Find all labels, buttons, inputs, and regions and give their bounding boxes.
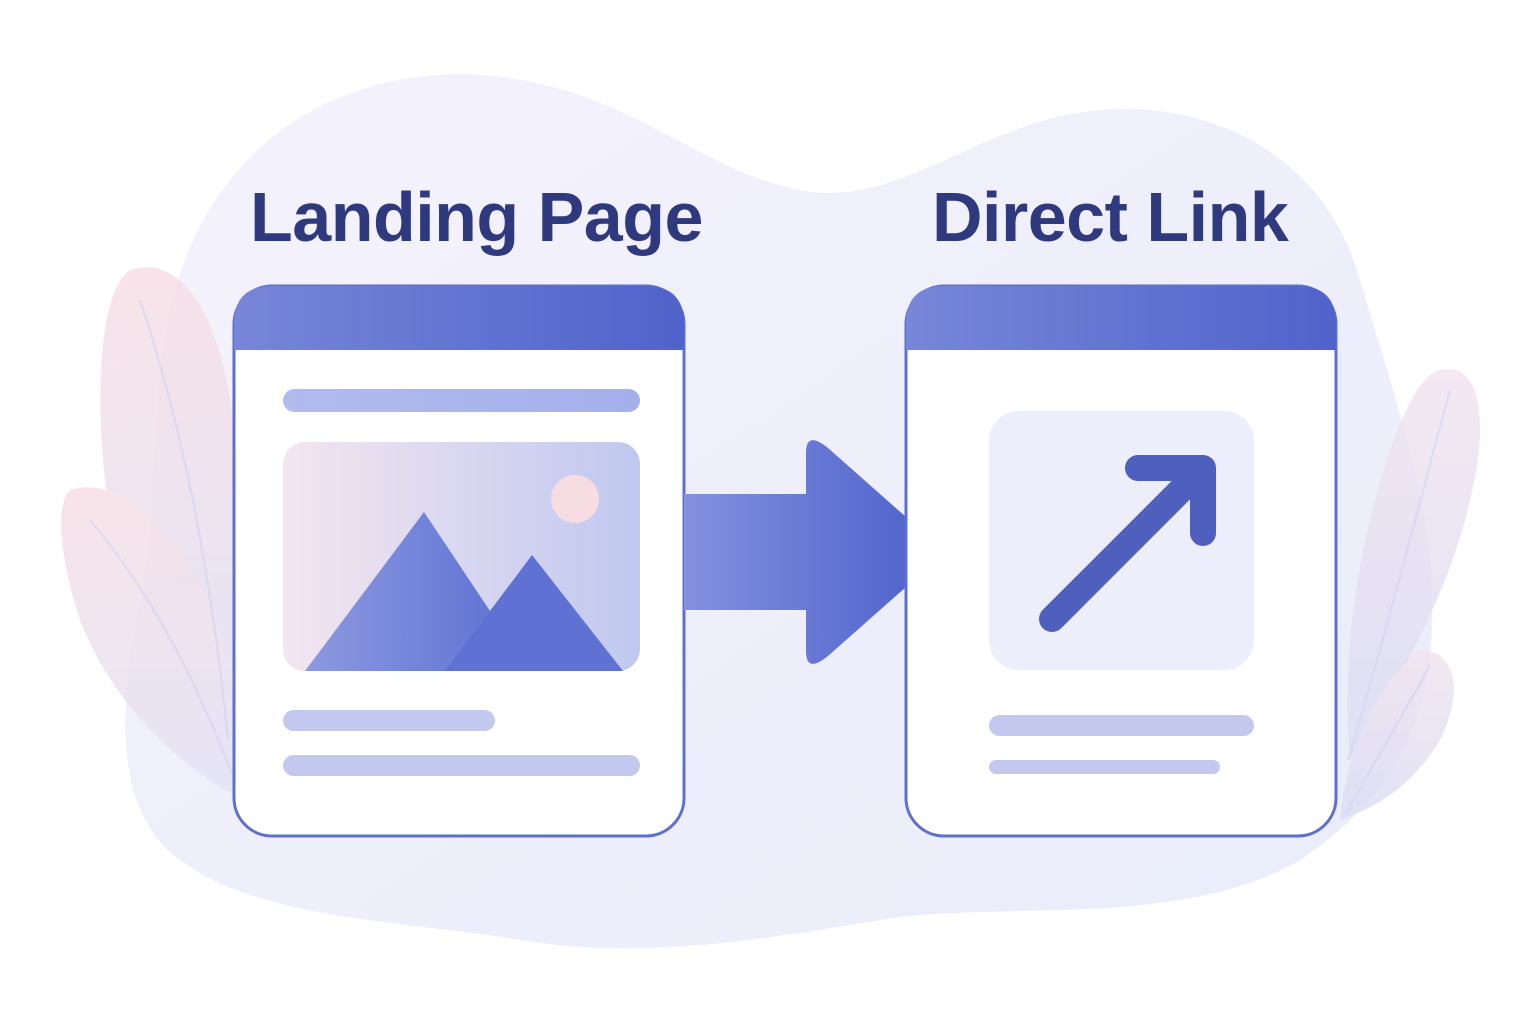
- landing-page-headline-line: [283, 389, 640, 412]
- right-leaves-decoration: [1340, 368, 1480, 820]
- direct-link-text-line-short: [989, 760, 1220, 774]
- landing-page-text-line-short: [283, 710, 495, 731]
- landing-page-card: [232, 284, 686, 838]
- direct-link-card: [904, 284, 1338, 838]
- landing-page-text-line-long: [283, 755, 640, 776]
- sun-icon: [551, 475, 599, 523]
- image-placeholder-icon: [283, 442, 640, 671]
- mountain-small-icon: [445, 555, 623, 671]
- landing-page-title: Landing Page: [250, 178, 703, 256]
- landing-page-card-header: [234, 286, 684, 350]
- direct-link-text-line-long: [989, 715, 1254, 736]
- direct-link-card-header: [906, 286, 1336, 350]
- left-leaves-decoration: [61, 267, 248, 800]
- external-link-arrow-icon: [989, 411, 1254, 670]
- right-arrow-icon: [684, 440, 938, 664]
- direct-link-title: Direct Link: [932, 178, 1289, 256]
- mountain-large-icon: [305, 512, 530, 671]
